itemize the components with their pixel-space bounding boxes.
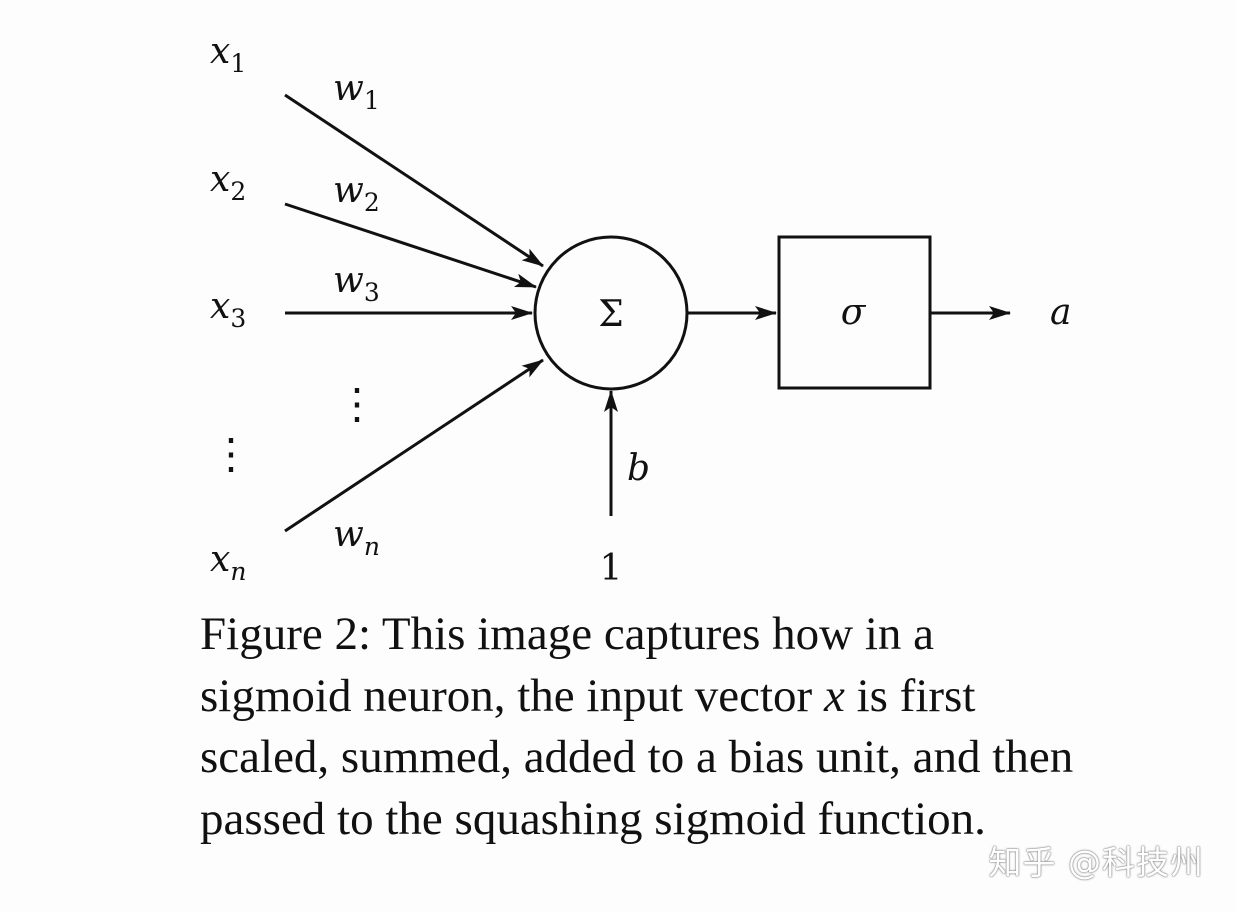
bias-input-label: 1	[600, 548, 623, 589]
input-arrow-2	[284, 202, 537, 289]
watermark: 知乎 @科技州	[988, 843, 1204, 882]
output-label: a	[1050, 292, 1071, 333]
weight-label-1: w1	[333, 68, 380, 115]
figure-caption: Figure 2: This image captures how in a s…	[200, 604, 1080, 850]
caption-text-end: is first scaled, summed, added to a bias…	[200, 669, 1074, 845]
input-label-3: x3	[210, 286, 246, 333]
bias-label: b	[627, 448, 650, 489]
input-label-n: xn	[210, 539, 246, 586]
input-label-1: x1	[210, 31, 246, 78]
activation-symbol: σ	[841, 292, 867, 333]
weight-ellipsis: ⋮	[336, 379, 378, 428]
input-arrow-n	[284, 358, 544, 533]
caption-text-start: Figure 2: This image captures how in a s…	[200, 608, 935, 722]
input-arrow-1	[284, 93, 544, 268]
summation-symbol: Σ	[598, 294, 623, 335]
weight-label-2: w2	[333, 170, 380, 217]
input-ellipsis: ⋮	[210, 429, 252, 478]
sigmoid-neuron-diagram: x1 x2 x3 xn w1 w2 w3 wn ⋮ ⋮ Σ	[210, 31, 1071, 589]
input-label-2: x2	[210, 159, 246, 206]
weight-label-n: wn	[333, 514, 380, 561]
caption-vector-var: x	[823, 669, 845, 722]
weight-label-3: w3	[333, 260, 380, 307]
